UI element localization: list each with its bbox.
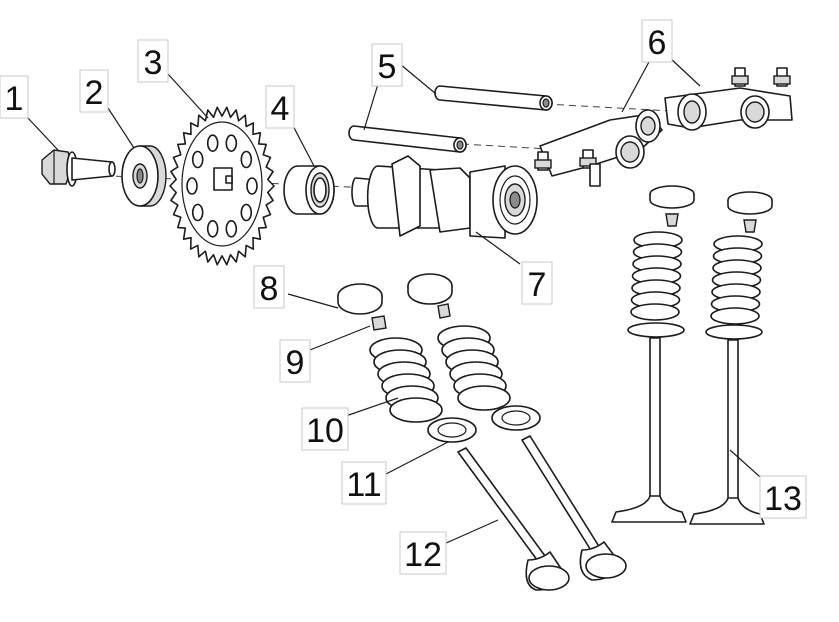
callout-8: 8 xyxy=(253,265,285,309)
callout-5: 5 xyxy=(371,43,403,87)
part-8-spring-retainers-left xyxy=(337,273,453,315)
svg-text:3: 3 xyxy=(144,44,163,82)
callout-6: 6 xyxy=(641,19,673,63)
part-10-valve-springs-left xyxy=(369,325,511,423)
svg-text:5: 5 xyxy=(378,48,397,86)
sprocket-lightening-hole xyxy=(240,203,253,222)
svg-text:13: 13 xyxy=(764,480,802,518)
part-1-flange-bolt xyxy=(41,149,116,187)
sprocket-lightening-hole xyxy=(246,177,258,195)
callout-9: 9 xyxy=(279,339,311,383)
part-3-cam-sprocket xyxy=(169,106,275,266)
callout-labels: 1 2 3 4 5 6 7 8 xyxy=(0,19,807,575)
spring-coil xyxy=(710,307,760,325)
callout-7: 7 xyxy=(521,261,553,305)
svg-text:8: 8 xyxy=(260,270,279,308)
part-5-rocker-shafts xyxy=(348,85,553,153)
svg-text:9: 9 xyxy=(286,344,305,382)
spring-coil xyxy=(457,385,511,411)
spring-coil xyxy=(389,397,443,423)
sprocket-lightening-hole xyxy=(225,220,238,238)
sprocket-lightening-hole xyxy=(191,203,204,222)
callout-13: 13 xyxy=(759,475,807,519)
sprocket-lightening-hole xyxy=(206,134,219,152)
part-7-camshaft xyxy=(351,155,538,239)
svg-text:11: 11 xyxy=(346,466,381,504)
sprocket-lightening-hole xyxy=(225,134,238,152)
callout-12: 12 xyxy=(399,531,447,575)
part-4-bearing xyxy=(283,165,335,215)
svg-text:7: 7 xyxy=(528,266,547,304)
part-11-spring-seats-left xyxy=(427,405,541,443)
callout-leader-lines xyxy=(25,57,769,545)
callout-11: 11 xyxy=(341,461,387,505)
callout-1: 1 xyxy=(0,75,29,119)
callout-3: 3 xyxy=(137,39,169,83)
part-12-valves-left xyxy=(457,435,627,591)
svg-text:12: 12 xyxy=(404,536,442,574)
sprocket-lightening-hole xyxy=(191,150,204,169)
svg-text:4: 4 xyxy=(271,90,290,128)
sprocket-lightening-hole xyxy=(186,177,198,195)
svg-text:6: 6 xyxy=(648,24,667,62)
sprocket-lightening-hole xyxy=(206,220,219,238)
callout-4: 4 xyxy=(265,85,295,129)
spring-coil xyxy=(630,303,680,321)
callout-10: 10 xyxy=(301,407,349,451)
svg-text:1: 1 xyxy=(5,80,24,118)
sprocket-lightening-hole xyxy=(240,150,253,169)
part-2-spacer xyxy=(121,145,167,207)
part-13-valve-assembly-right xyxy=(611,185,773,525)
svg-text:2: 2 xyxy=(85,74,104,112)
svg-text:10: 10 xyxy=(306,412,344,450)
part-9-valve-cotters-left xyxy=(371,303,451,331)
callout-2: 2 xyxy=(79,69,109,113)
part-6-rocker-arms xyxy=(534,67,793,187)
